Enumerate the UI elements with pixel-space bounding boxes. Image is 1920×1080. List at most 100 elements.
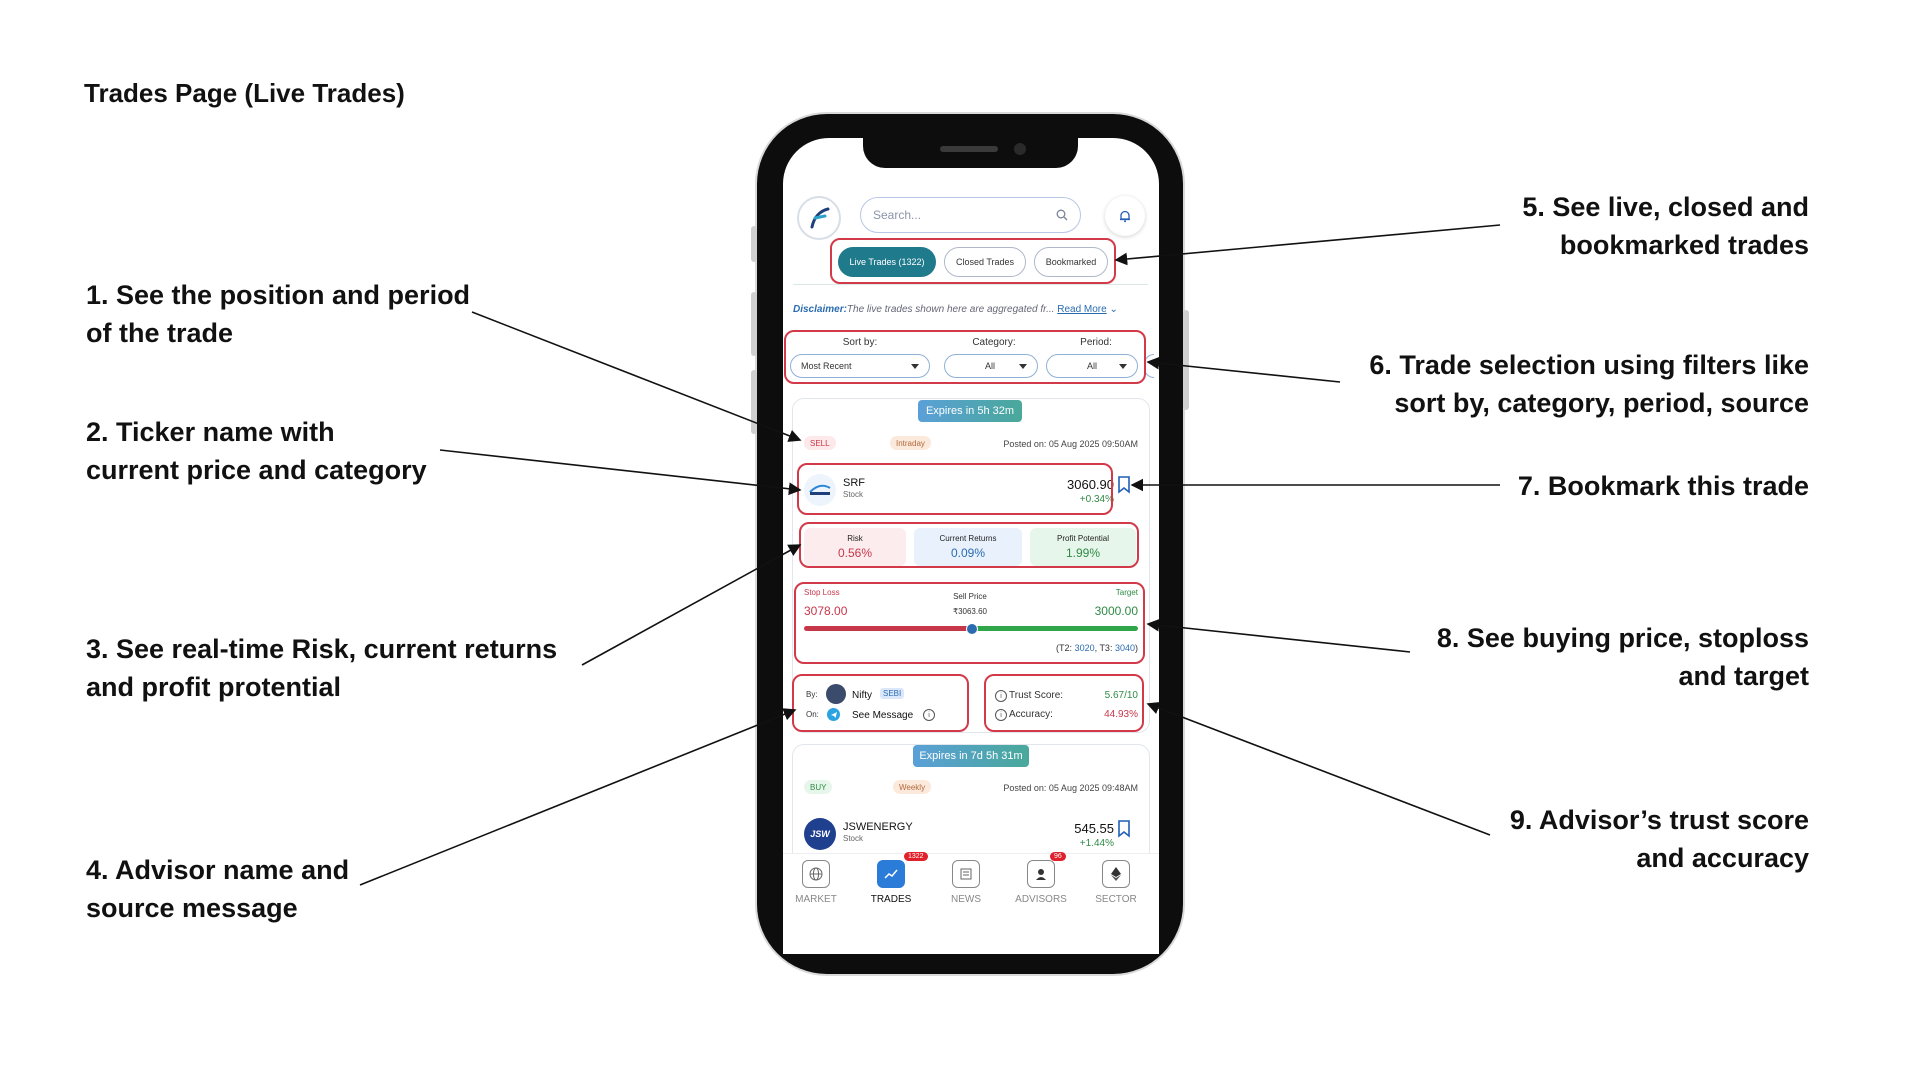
nav-news[interactable]: NEWS [931,860,1001,905]
ticker-name: SRF [843,477,865,489]
advisor-name[interactable]: Nifty [852,690,872,701]
on-label: On: [806,710,819,719]
ticker-logo: JSW [804,818,836,850]
target-value: 3000.00 [1094,604,1138,618]
phone-side-button [751,226,757,262]
caret-down-icon [1019,363,1027,369]
category-dropdown[interactable]: All [944,354,1038,378]
ticker-name: JSWENERGY [843,821,913,833]
see-message-link[interactable]: See Message [852,710,914,721]
disclaimer-text: The live trades shown here are aggregate… [846,304,1055,315]
accuracy-value: 44.93% [1104,709,1138,720]
extra-targets: (T2: 3020, T3: 3040) [1056,643,1138,653]
nav-trades[interactable]: 1322 TRADES [856,852,928,905]
returns-value: 0.09% [950,546,986,560]
ticker-change: +1.44% [1079,838,1114,849]
bookmark-button[interactable] [1117,476,1131,499]
arrow-8 [1146,618,1411,653]
nav-advisors[interactable]: 96 ADVISORS [1006,852,1076,905]
tab-closed-trades[interactable]: Closed Trades [944,247,1026,277]
search-icon [1056,209,1068,221]
nav-label: NEWS [951,894,981,905]
by-label: By: [806,690,818,699]
t3-value: 3040 [1114,643,1135,653]
potential-label: Profit Potential [1056,534,1110,543]
potential-metric: Profit Potential 1.99% [1030,528,1136,566]
search-placeholder: Search... [873,208,922,222]
chevron-down-icon: ⌄ [1109,304,1118,315]
arrow-9 [1146,702,1491,836]
nav-label: ADVISORS [1015,894,1067,905]
phone-camera [1014,143,1026,155]
ethereum-icon [1102,860,1130,888]
sebi-badge: SEBI [880,688,905,699]
trust-value: 5.67/10 [1104,690,1138,701]
posted-date: Posted on: 05 Aug 2025 09:50AM [1003,439,1138,449]
nav-label: TRADES [870,894,912,905]
potential-value: 1.99% [1065,546,1101,560]
entry-value: ₹3063.60 [952,607,987,616]
search-input[interactable]: Search... [860,197,1081,233]
action-pill: SELL [804,436,836,450]
phone-speaker [940,146,998,152]
page-title: Trades Page (Live Trades) [84,78,405,108]
period-value: All [1087,361,1098,371]
app-logo[interactable] [797,196,841,240]
ticker-price: 3060.90 [1067,477,1114,492]
read-more-link[interactable]: Read More [1057,304,1107,315]
highlight-metrics [799,522,1139,568]
trust-label: Trust Score: [1009,690,1064,701]
nav-sector[interactable]: SECTOR [1081,860,1151,905]
returns-metric: Current Returns 0.09% [914,528,1022,566]
highlight-price-levels [794,582,1145,664]
arrow-2 [439,449,802,496]
nav-label: SECTOR [1095,894,1137,905]
info-icon: i [995,709,1007,721]
highlight-advisor [792,674,969,732]
expires-badge: Expires in 5h 32m [918,400,1022,422]
ticker-change: +0.34% [1079,494,1114,505]
t2-label: T2: [1059,643,1073,653]
stoploss-bar [804,626,971,631]
highlight-filters [784,330,1146,384]
returns-label: Current Returns [939,534,997,543]
trending-up-icon [877,860,905,888]
tab-bookmarked[interactable]: Bookmarked [1034,247,1108,277]
stoploss-label: Stop Loss [804,588,840,597]
bookmark-button[interactable] [1117,820,1131,843]
tab-live-trades[interactable]: Live Trades (1322) [838,247,936,277]
phone-side-button [751,370,757,434]
filter-sort-label: Sort by: [842,337,878,348]
highlight-trust [984,674,1144,732]
trades-badge: 1322 [904,852,928,861]
divider [793,284,1148,285]
t3-label: T3: [1099,643,1113,653]
phone-side-button [751,292,757,356]
category-value: All [985,361,996,371]
notifications-button[interactable] [1105,196,1145,236]
accuracy-label: Accuracy: [1009,709,1053,720]
disclaimer: Disclaimer:The live trades shown here ar… [793,304,1153,315]
info-icon[interactable]: i [923,709,935,721]
logo-icon [810,207,830,229]
posted-date: Posted on: 05 Aug 2025 09:48AM [1003,783,1138,793]
ticker-category: Stock [843,834,864,843]
entry-label: Sell Price [953,592,987,601]
target-label: Target [1115,588,1138,597]
risk-value: 0.56% [837,546,873,560]
action-pill: BUY [804,780,833,794]
period-pill: Weekly [893,780,932,794]
filter-period-label: Period: [1080,337,1112,348]
target-bar [971,626,1138,631]
nav-market[interactable]: MARKET [781,860,851,905]
newspaper-icon [952,860,980,888]
period-dropdown[interactable]: All [1046,354,1138,378]
bookmark-icon [1118,476,1130,494]
highlight-ticker [797,463,1113,515]
